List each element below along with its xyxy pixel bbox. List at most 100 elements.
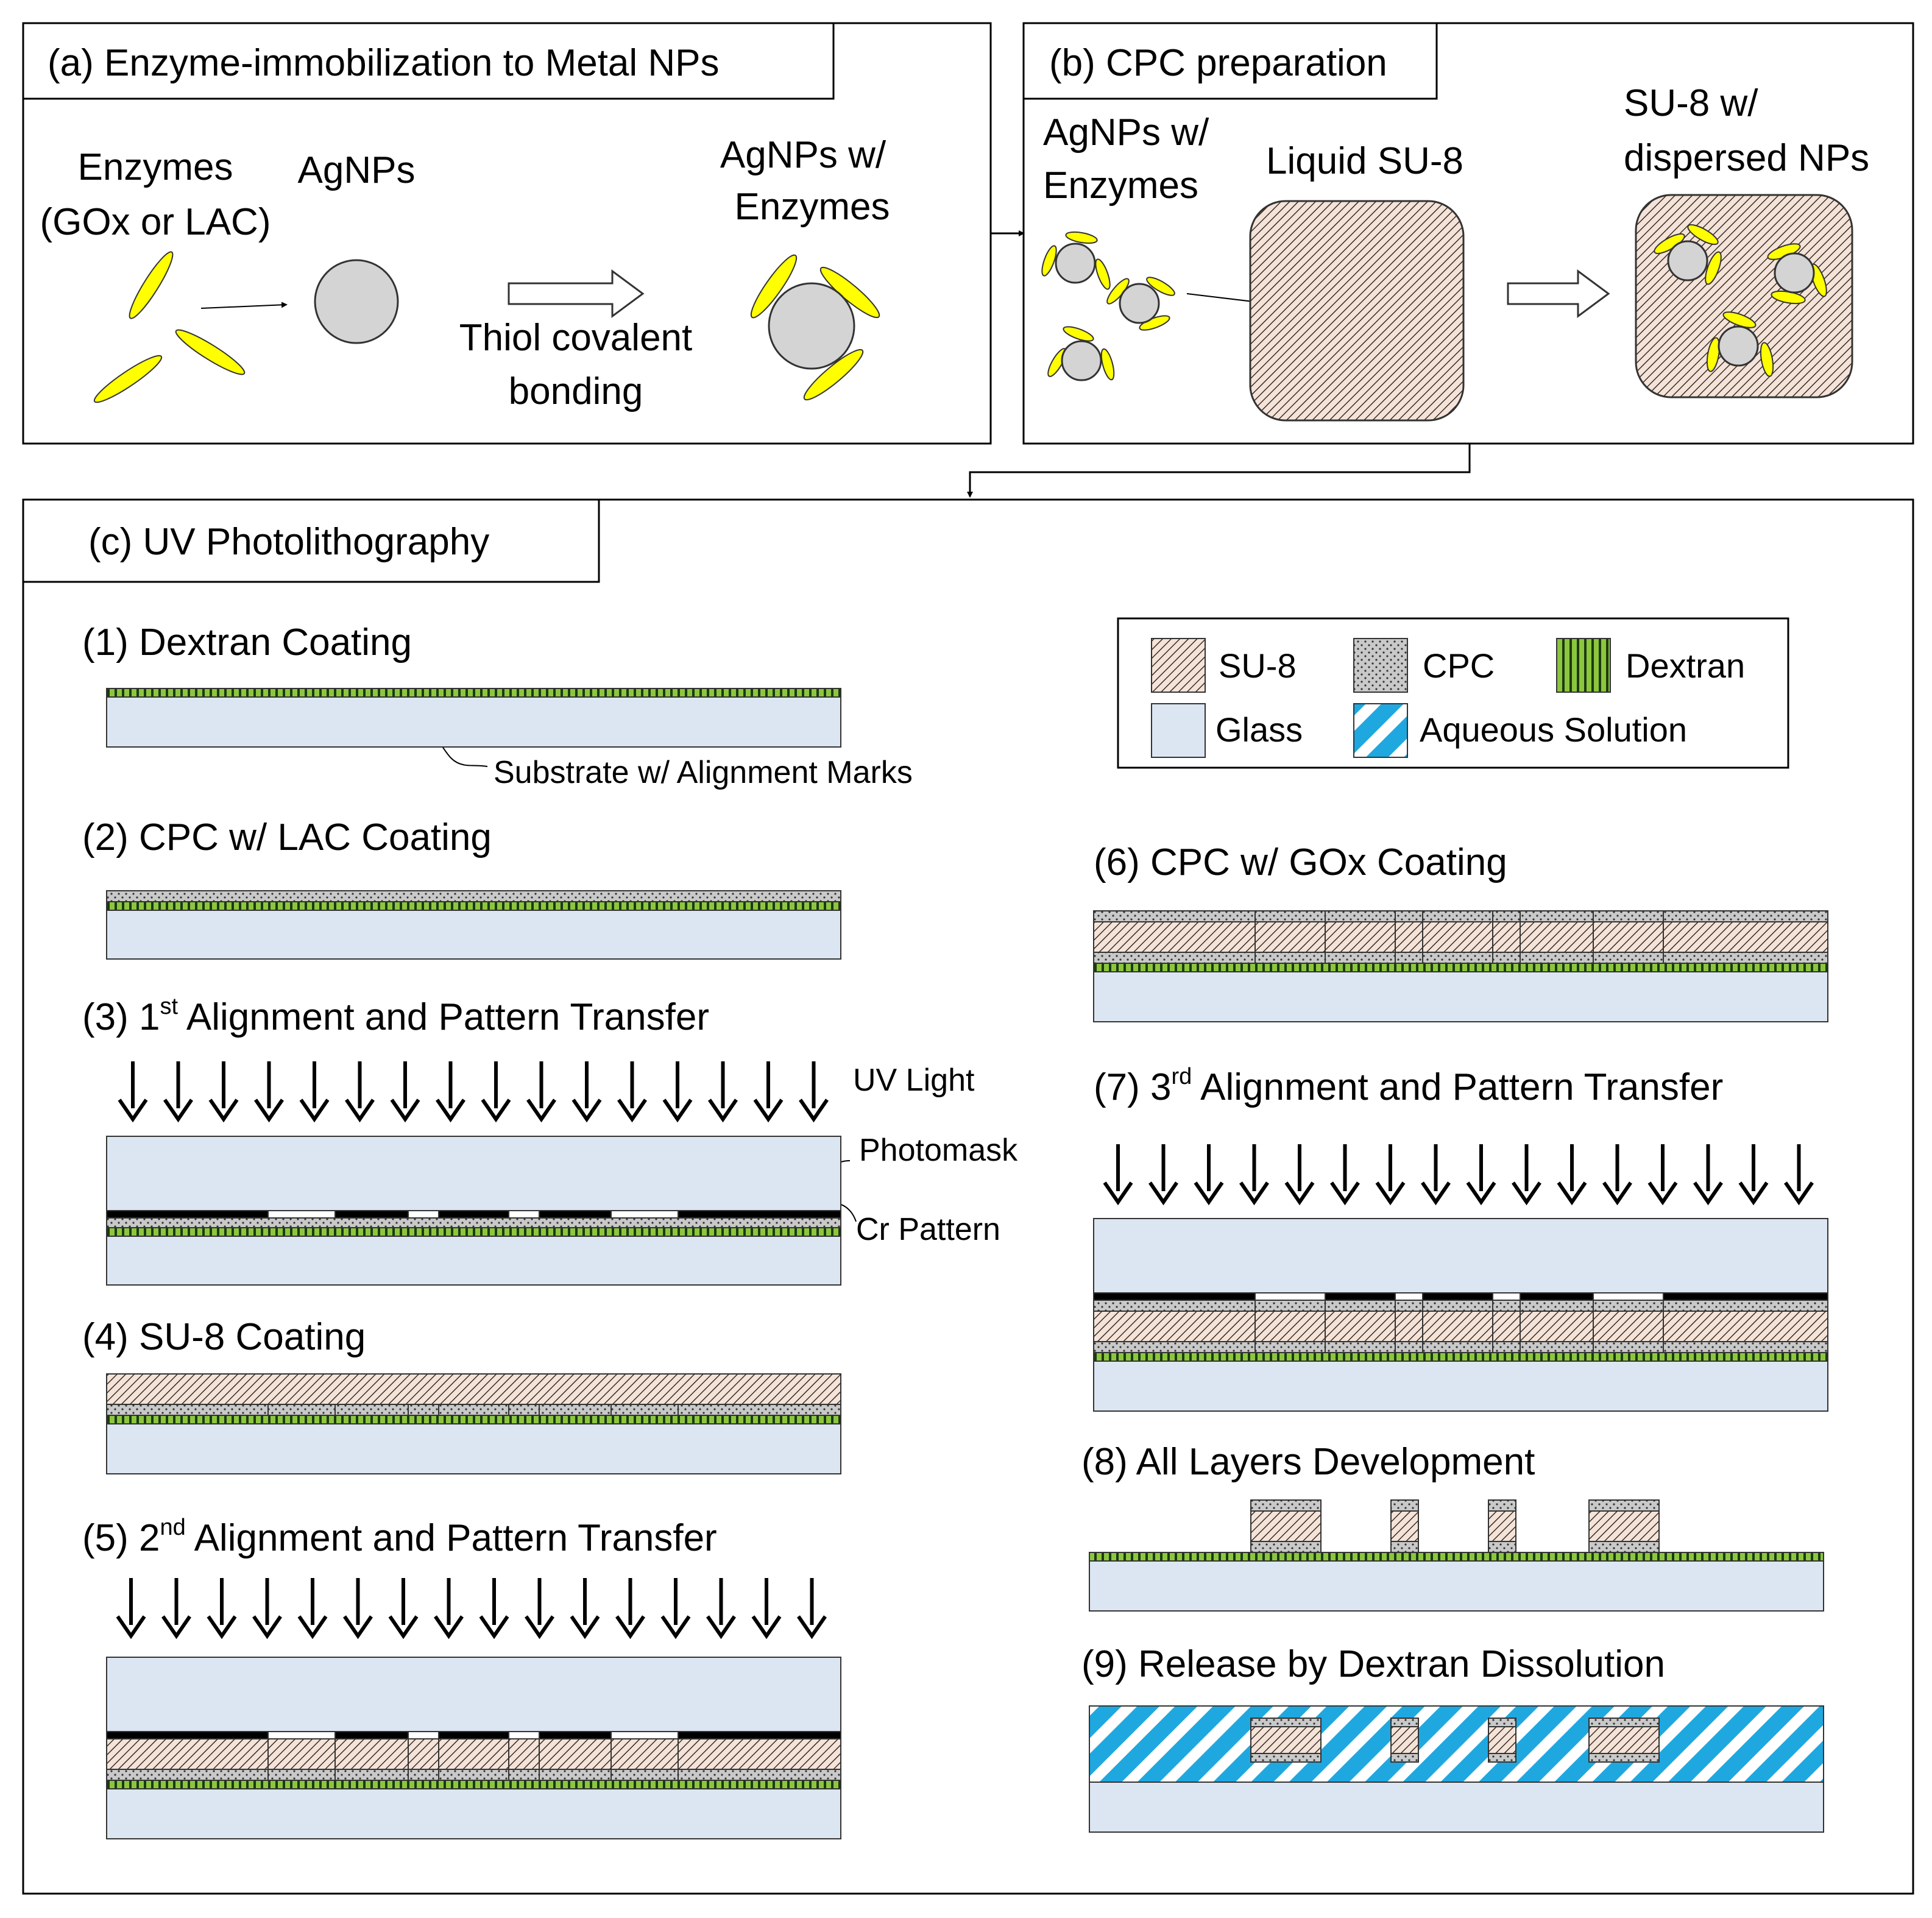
uv-arrow-icon [660,1615,691,1640]
glass-substrate [106,1788,841,1839]
enzyme-icon [129,251,174,319]
legend: SU-8 CPC Dextran Glass Aqueous Solution [1117,617,1789,769]
uv-arrow-icon [570,1615,600,1640]
uv-arrow-icon [434,1615,464,1640]
enzyme-icon [1041,245,1057,277]
legend-label-dextran: Dextran [1626,646,1745,685]
agnp-icon [768,282,855,370]
glass-substrate [1089,1782,1824,1833]
cpc-gox-layer [1093,910,1828,922]
legend-label-aqueous: Aqueous Solution [1420,710,1687,749]
cr-opening [508,1210,540,1219]
released-cpc-bottom [1250,1753,1322,1763]
su8-layer [1093,921,1828,953]
agnp-icon [1055,242,1096,284]
cr-opening [1593,1292,1664,1301]
agnp-with-enzymes [750,254,880,401]
step-7-title: (7) 3rd Alignment and Pattern Transfer [1094,1064,1723,1108]
uv-arrow-icon [479,1615,509,1640]
aqueous-solution [1089,1705,1824,1783]
uv-arrow-icon [1194,1181,1224,1206]
step-2-title: (2) CPC w/ LAC Coating [82,816,492,858]
released-cpc-bottom [1390,1753,1419,1763]
cr-opening [1492,1292,1521,1301]
su8-layer [106,1738,841,1770]
panel-b-title-box [1022,22,1438,100]
dextran-layer [1089,1552,1824,1562]
enzyme-icon [1100,348,1115,381]
enzyme-icon [175,329,246,375]
glass-substrate [1093,971,1828,1022]
su8-with-nps [1635,194,1853,398]
panel-a-title-box [22,22,835,100]
enzyme-icon [1065,231,1098,244]
panel-c: (c) UV Photolithography SU-8 CPC Dextran… [22,498,1914,1895]
agnp-icon [1718,325,1759,367]
uv-arrow-icon [254,1099,284,1123]
cr-opening [267,1210,336,1219]
uv-arrow-icon [753,1099,784,1123]
enzyme-icon [1722,311,1757,328]
uv-arrow-icon [345,1099,375,1123]
uv-arrow-icon [751,1615,782,1640]
enzymes-label: Enzymes [78,146,233,188]
cpc-layer [106,1217,841,1228]
substrate-annotation: Substrate w/ Alignment Marks [494,755,913,790]
liquid-su8-blob [1249,200,1465,422]
enzyme-icon [1146,277,1175,296]
uv-arrow-icon [252,1615,282,1640]
process-label: Thiol covalent [459,317,693,359]
agnps-label: AgNPs [298,149,416,191]
uv-arrow-icon [1784,1181,1814,1206]
enzymes-label-type: (GOx or LAC) [40,201,271,243]
enzyme-icon [1760,342,1774,377]
cpc-layer [106,890,841,902]
su8-np-label: SU-8 w/ [1624,82,1758,124]
dextran-layer [106,1415,841,1424]
uv-arrow-icon [481,1099,511,1123]
result-label: AgNPs w/ [720,134,886,176]
released-cpc-top [1250,1718,1322,1727]
structure-cpc-top [1390,1499,1419,1512]
enzyme-icon [1706,337,1721,372]
legend-label-cpc: CPC [1423,646,1495,685]
uv-light-annotation: UV Light [853,1063,975,1098]
glass-substrate [106,696,841,748]
enzyme-icon [750,254,798,319]
su8-np-label-2: dispersed NPs [1624,137,1869,179]
agnp-icon [314,259,399,344]
glass-substrate [106,1423,841,1474]
structure-su8 [1588,1510,1660,1542]
enzyme-icon [1705,251,1722,285]
dextran-layer [1093,963,1828,972]
cr-pattern-layer [1093,1292,1828,1301]
agnp-icon [1667,240,1708,281]
cpc-gox-layer [1093,1300,1828,1312]
agnp-icon [1061,340,1102,381]
structure-cpc-top [1250,1499,1322,1512]
cr-opening [610,1731,679,1739]
step-3-title: (3) 1st Alignment and Pattern Transfer [82,994,709,1038]
step-5-title: (5) 2nd Alignment and Pattern Transfer [82,1515,717,1559]
structure-cpc-top [1488,1499,1516,1512]
uv-arrow-icon [1103,1181,1133,1206]
released-cpc-bottom [1588,1753,1660,1763]
agnp-icon [1774,252,1815,294]
agnp-icon [1119,283,1160,324]
released-cpc-bottom [1488,1753,1516,1763]
uv-arrow-icon [571,1099,602,1123]
uv-arrow-icon [526,1099,556,1123]
dextran-layer [106,1227,841,1237]
cr-opening [408,1210,439,1219]
enzyme-icon [93,355,163,403]
panel-a: (a) Enzyme-immobilization to Metal NPs E… [22,22,992,445]
panel-b-title: (b) CPC preparation [1049,42,1387,84]
legend-swatch-su8 [1151,638,1206,693]
uv-arrow-icon [299,1099,330,1123]
uv-arrow-icon [708,1099,738,1123]
released-cpc-top [1390,1718,1419,1727]
photomask-glass [106,1136,841,1211]
enzyme-icon [1810,263,1827,297]
uv-arrow-icon [1512,1181,1541,1206]
structure-cpc-bottom [1588,1541,1660,1553]
